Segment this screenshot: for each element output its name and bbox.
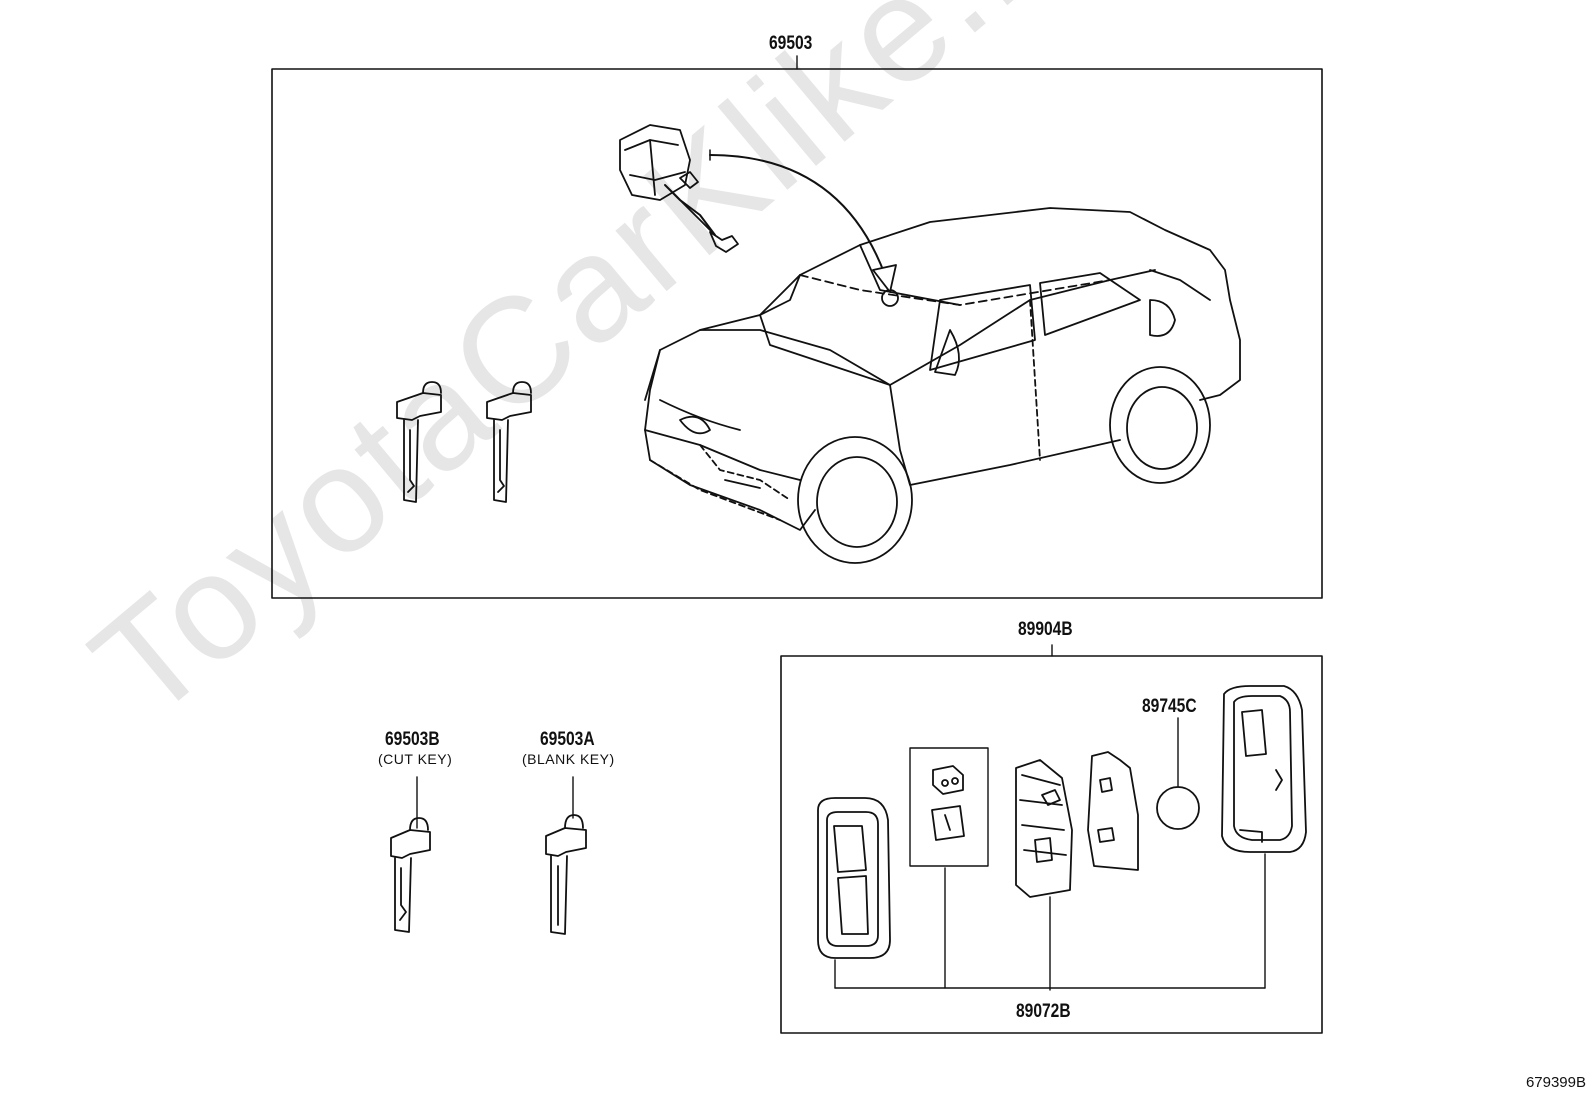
coin-battery bbox=[1156, 717, 1200, 830]
label-69503: 69503 bbox=[769, 33, 813, 54]
fob-case-back bbox=[1221, 685, 1307, 853]
label-89745C: 89745C bbox=[1142, 696, 1197, 717]
label-cut-key: (CUT KEY) bbox=[378, 751, 453, 767]
key-in-kit-2 bbox=[486, 381, 532, 503]
fob-case-front bbox=[817, 797, 891, 959]
label-69503A: 69503A bbox=[540, 729, 595, 750]
blank-key-illustration bbox=[545, 776, 587, 935]
buttons-box bbox=[909, 747, 989, 867]
vehicle-illustration bbox=[644, 207, 1241, 564]
diagram-id: 679399B bbox=[1525, 1074, 1586, 1091]
label-69503B: 69503B bbox=[385, 729, 440, 750]
key-in-kit-1 bbox=[396, 381, 442, 503]
label-blank-key: (BLANK KEY) bbox=[522, 751, 615, 767]
lock-cylinder bbox=[619, 124, 739, 253]
fob-inner-plate bbox=[1087, 751, 1139, 871]
leader-lines-89072B bbox=[834, 853, 1266, 989]
fob-buttons bbox=[931, 765, 965, 841]
kit-box-89904B bbox=[780, 655, 1323, 1034]
label-89904B: 89904B bbox=[1018, 619, 1073, 640]
arrow-to-vehicle bbox=[709, 149, 897, 293]
label-89072B: 89072B bbox=[1016, 1001, 1071, 1022]
circuit-board bbox=[1015, 759, 1073, 991]
kit-box-69503 bbox=[271, 68, 1323, 599]
cut-key-illustration bbox=[390, 776, 431, 933]
